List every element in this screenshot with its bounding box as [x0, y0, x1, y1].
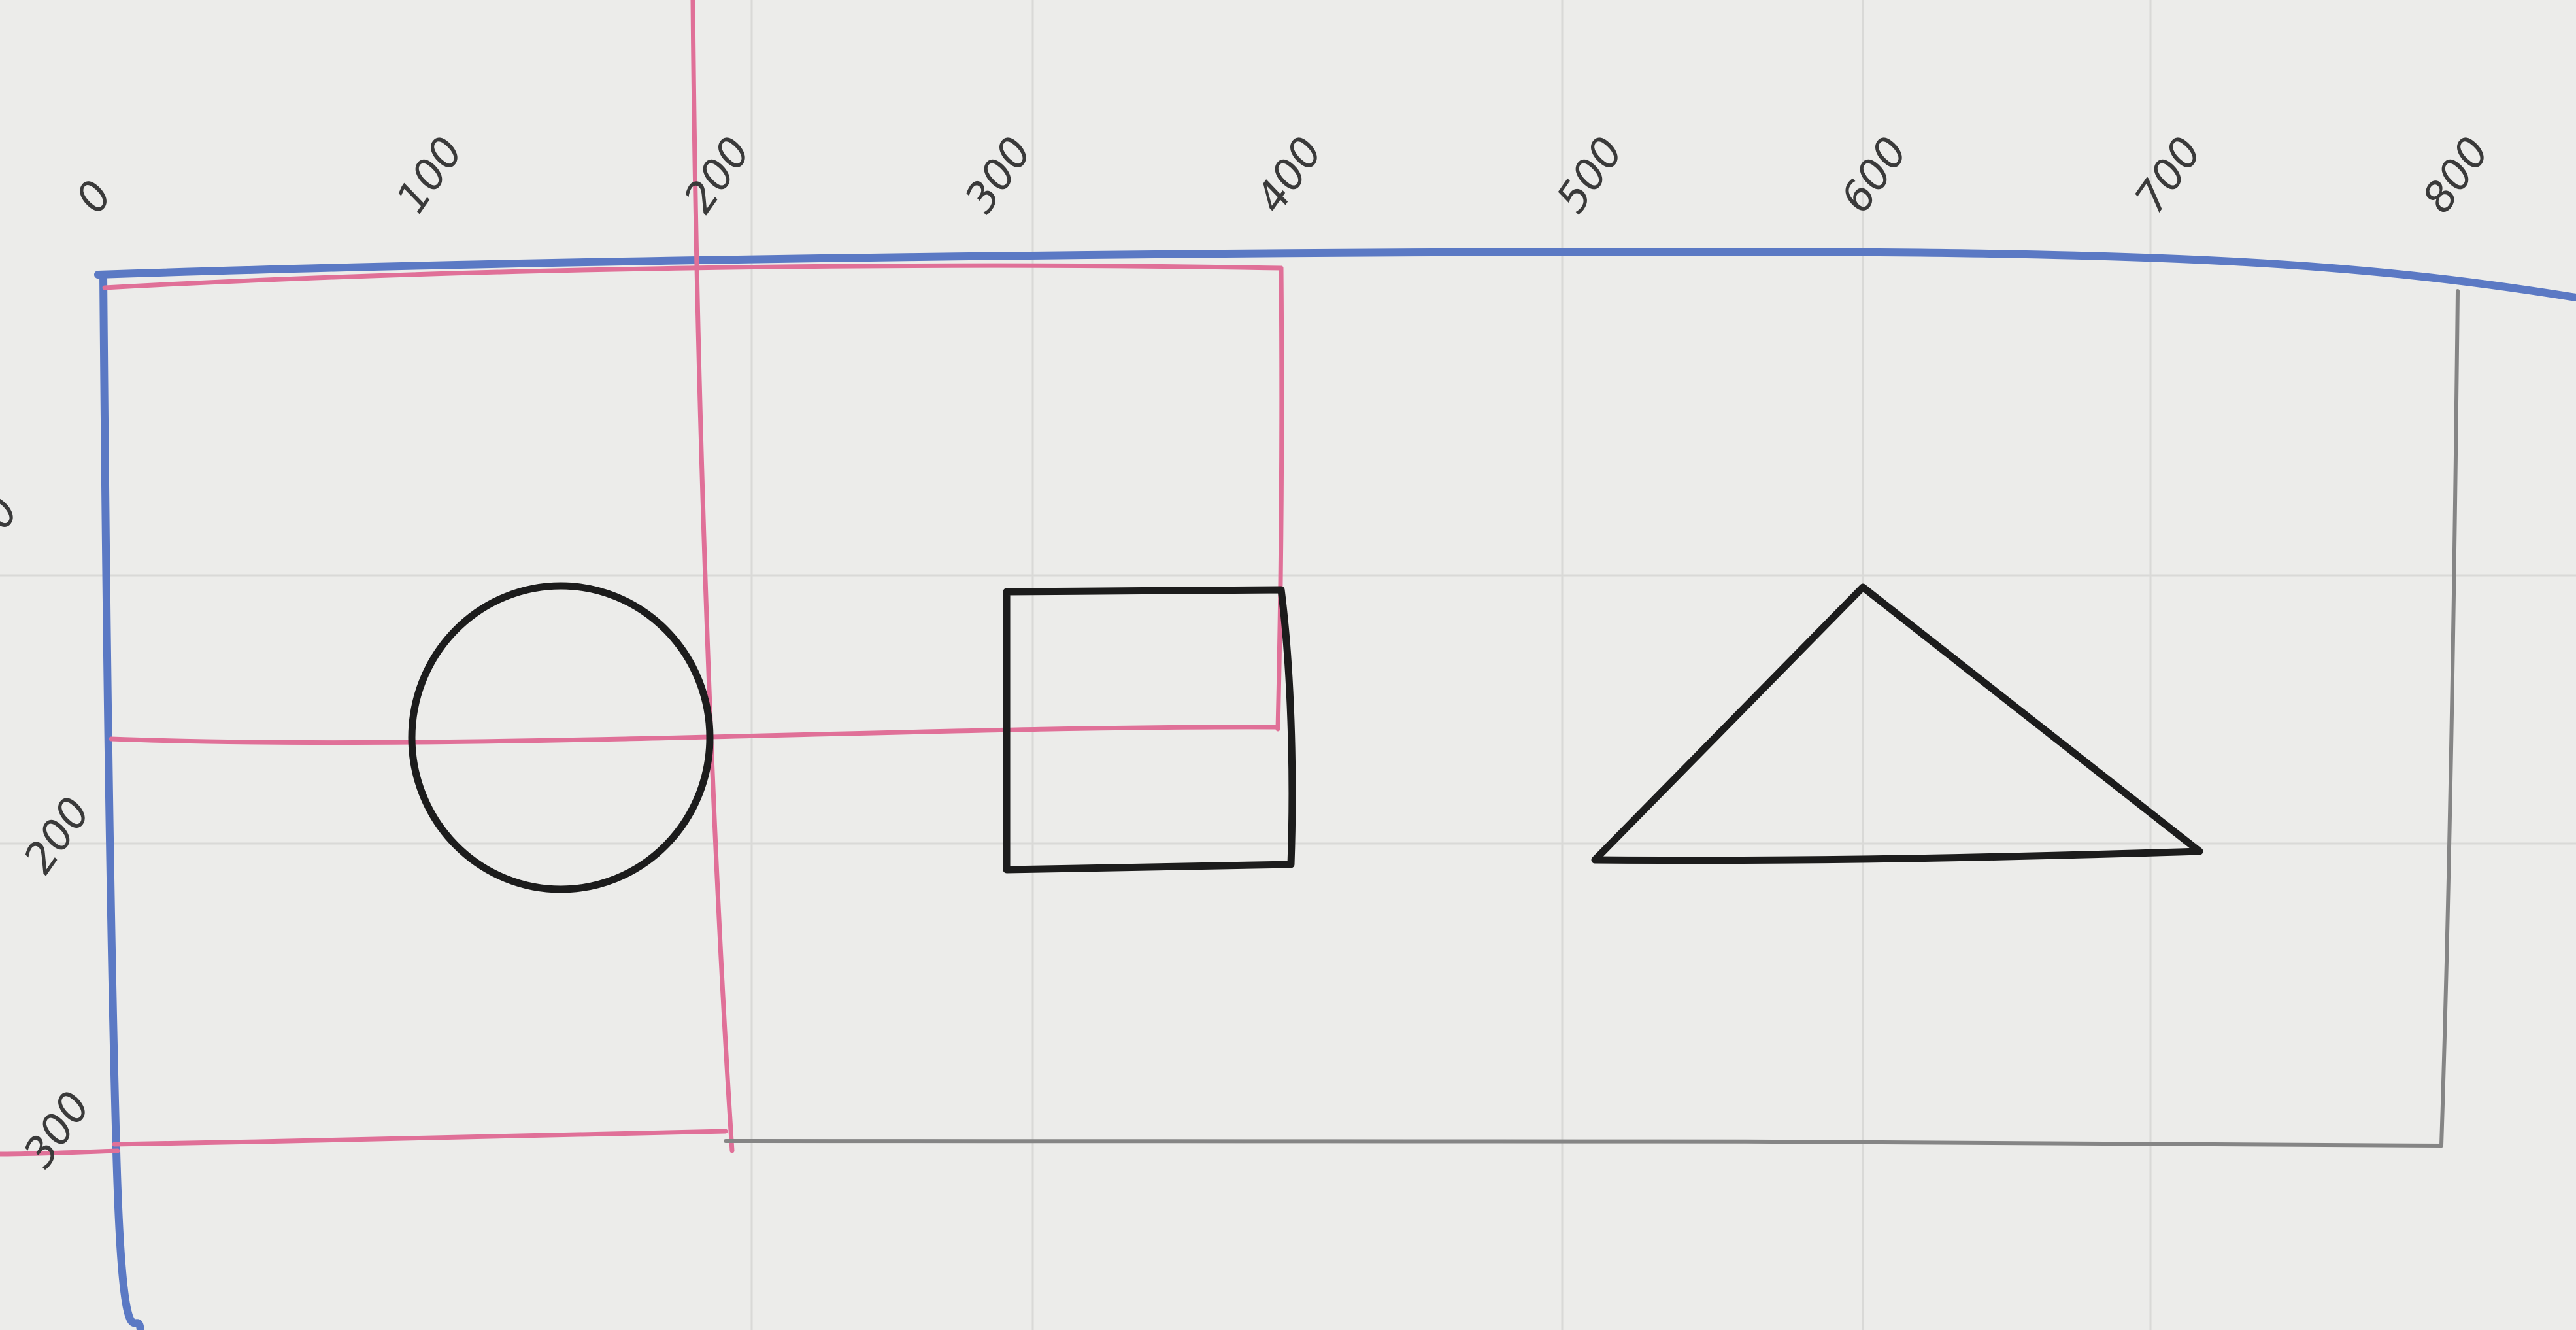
- frame-bottom-edge: [724, 1138, 2443, 1148]
- y-axis-line: [99, 271, 144, 1330]
- graphite-frame: [724, 289, 2460, 1148]
- red-top-edge: [102, 263, 1284, 290]
- red-layout-boxes: [0, 0, 1284, 1157]
- red-middle-edge: [109, 725, 1280, 745]
- red-vertical-guide: [690, 0, 735, 1153]
- x-axis-line: [94, 247, 2576, 301]
- ink-shapes: [408, 582, 2203, 893]
- red-bottom-edge: [112, 1129, 728, 1147]
- triangle-icon: [1591, 583, 2203, 864]
- frame-right-edge: [2439, 289, 2460, 1148]
- square-icon: [1003, 586, 1296, 874]
- red-bottom-stub: [0, 1148, 120, 1157]
- blue-axes: [94, 247, 2576, 1330]
- red-right-edge: [1275, 265, 1284, 732]
- circle-icon: [408, 582, 714, 893]
